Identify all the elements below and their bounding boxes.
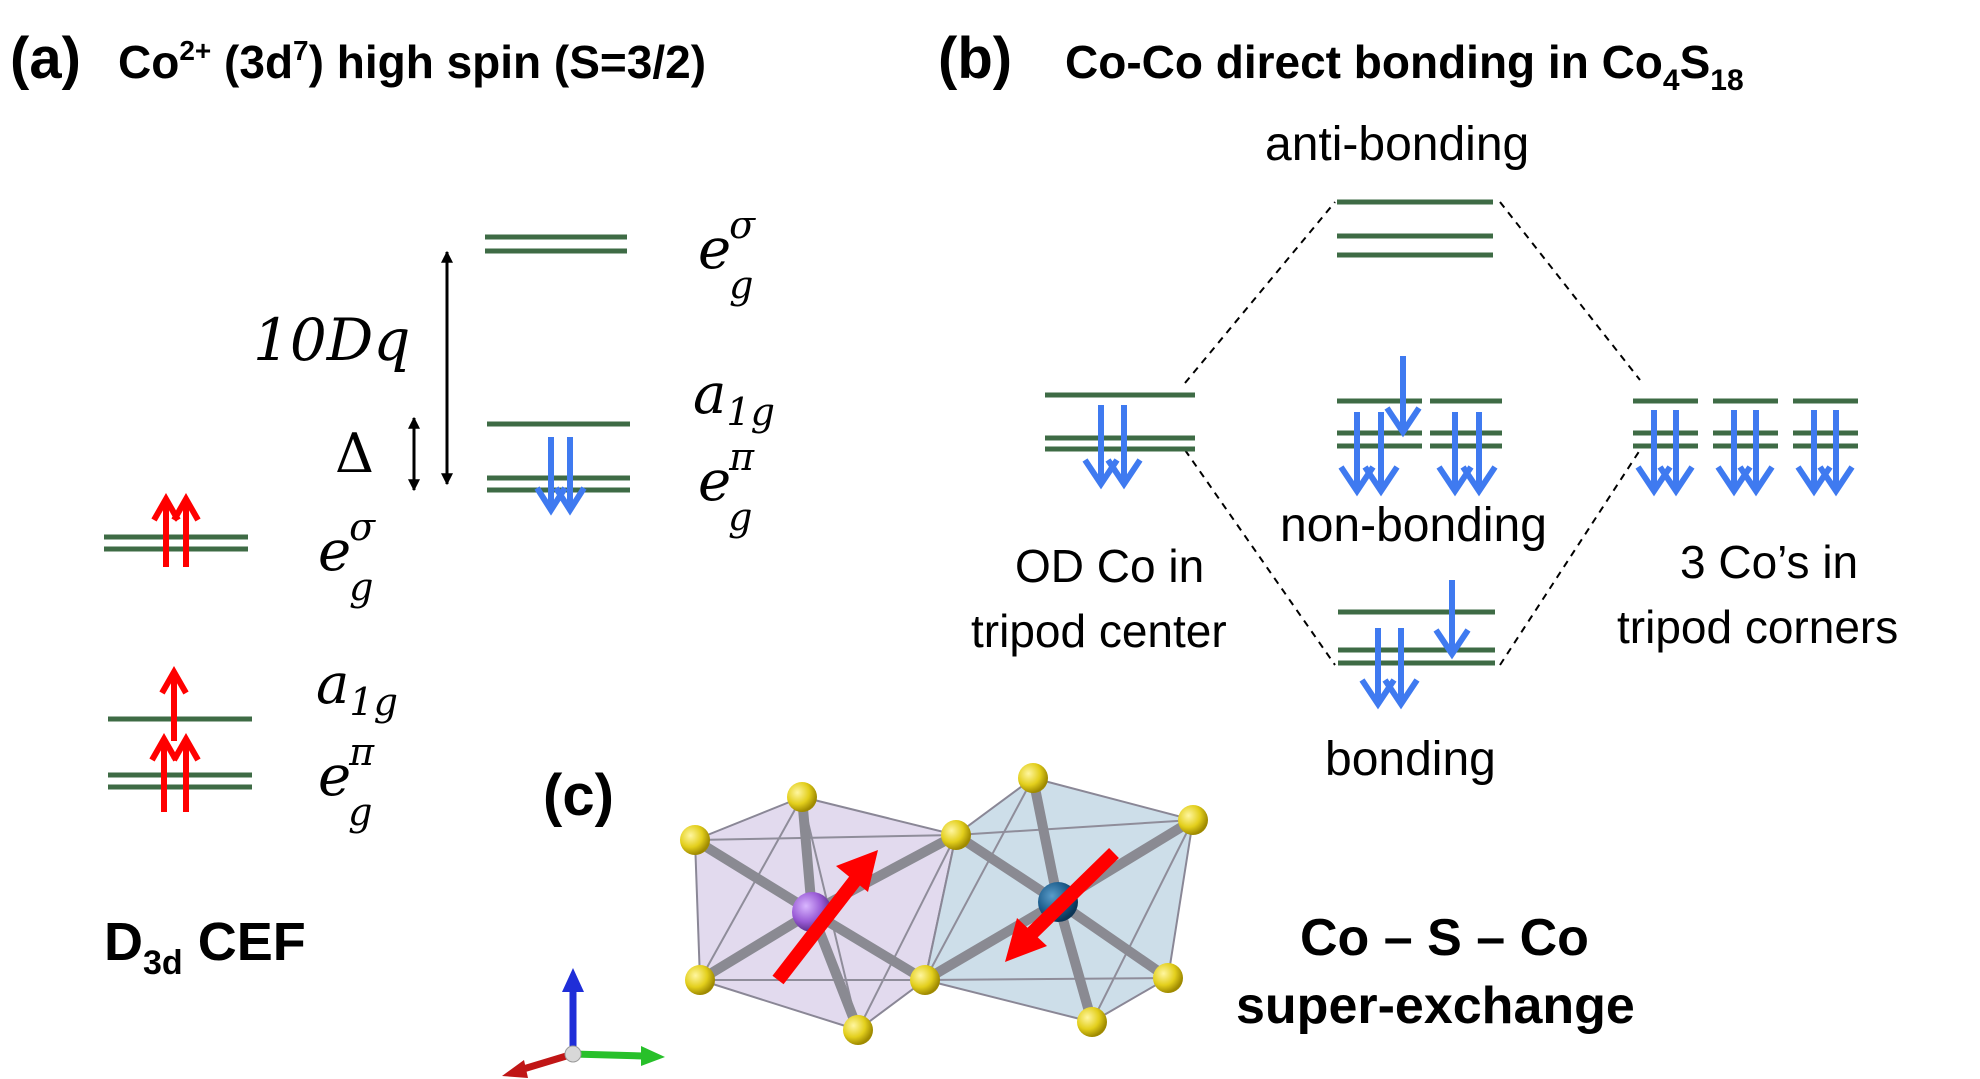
delta-label: Δ xyxy=(335,422,374,485)
spin-up-pair-eg-pi xyxy=(149,732,201,812)
panel-a-title: Co2+ (3d7) high spin (S=3/2) xyxy=(118,35,706,88)
panel-b-title: Co-Co direct bonding in Co4S18 xyxy=(1065,36,1744,97)
eg-sigma-upper-level xyxy=(485,234,627,254)
panel-a-title-suffix: ) high spin (S=3/2) xyxy=(309,36,706,88)
sulfur-atoms xyxy=(680,763,1208,1045)
super-exchange-line1: Co – S – Co xyxy=(1300,909,1589,967)
non-bonding-spin-down xyxy=(1338,356,1498,497)
panel-a-title-prefix: Co xyxy=(118,36,179,88)
panel-a-label: (a) xyxy=(10,26,81,91)
eg-pi-lower-level xyxy=(108,772,252,790)
spin-up-single-a1g xyxy=(159,665,189,741)
panel-a-title-mid: (3d xyxy=(211,36,293,88)
corner-co-label-line1: 3 Co’s in xyxy=(1680,536,1858,588)
a1g-label-upper: a1g xyxy=(693,362,775,434)
spin-up-pair-eg-sigma xyxy=(151,492,201,567)
panel-b-label: (b) xyxy=(938,26,1012,91)
panel-a-title-sup: 2+ xyxy=(179,35,211,66)
corner-co-spin-down xyxy=(1635,410,1855,497)
od-co-spin-down xyxy=(1082,405,1143,490)
od-co-label-line1: OD Co in xyxy=(1015,540,1204,592)
eg-sigma-lower-level xyxy=(104,534,248,552)
coordinate-axes xyxy=(502,968,665,1078)
10dq-label: 10Dq xyxy=(253,306,410,374)
panel-a-title-sup2: 7 xyxy=(293,35,309,66)
d3d-cef-label: D3d CEF xyxy=(104,912,306,982)
bonding-levels xyxy=(1338,609,1495,666)
od-co-levels xyxy=(1045,392,1195,452)
spin-arrow-up-right xyxy=(772,850,878,985)
non-bonding-label: non-bonding xyxy=(1280,499,1547,552)
a1g-label-lower: a1g xyxy=(316,652,398,724)
bonding-label: bonding xyxy=(1325,733,1496,786)
super-exchange-line2: super-exchange xyxy=(1236,977,1635,1035)
spin-arrow-down-left xyxy=(1005,847,1119,962)
corner-co-levels xyxy=(1633,398,1858,449)
bonding-spin-down xyxy=(1359,580,1471,710)
anti-bonding-label: anti-bonding xyxy=(1265,118,1529,171)
correlation-lines xyxy=(1184,201,1641,666)
non-bonding-levels xyxy=(1337,398,1502,449)
od-co-label-line2: tripod center xyxy=(971,605,1227,657)
anti-bonding-levels xyxy=(1337,199,1493,258)
spin-down-pair-upper xyxy=(534,437,587,516)
panel-c-label: (c) xyxy=(543,763,614,828)
corner-co-label-line2: tripod corners xyxy=(1617,601,1898,653)
